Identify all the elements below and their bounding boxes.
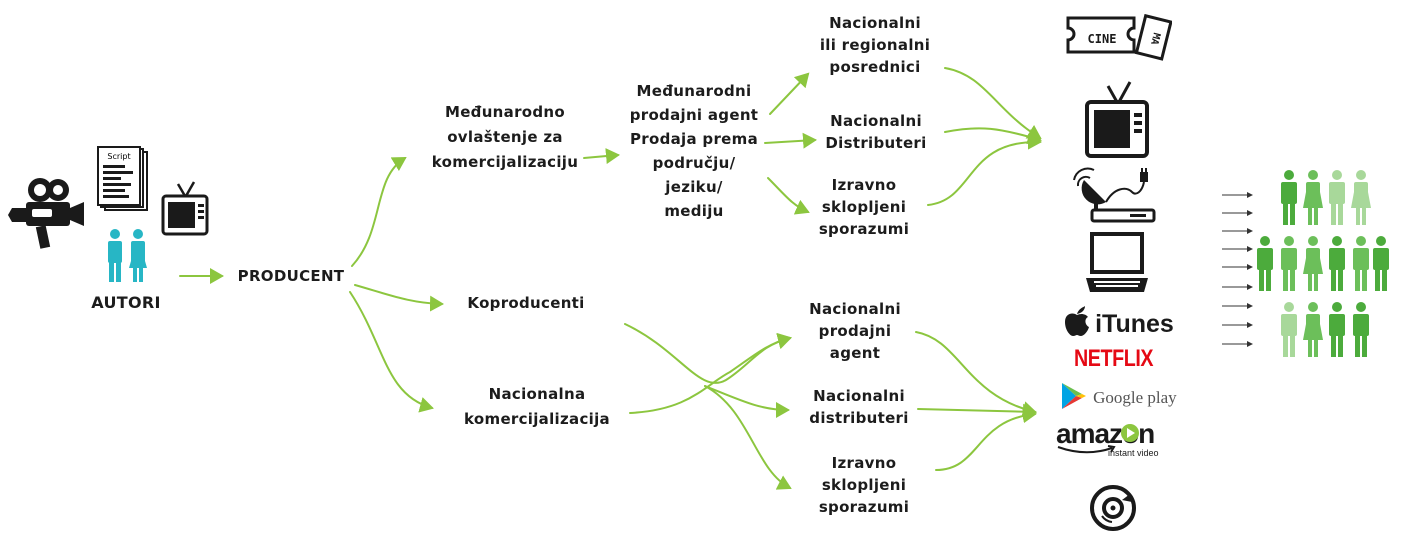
nacionalni-distributeri-top-label: Nacionalni Distributeri: [825, 112, 927, 152]
arrow-producent-koproducenti: [354, 284, 444, 312]
arrow-prodajni-vod: [915, 331, 1037, 417]
izravno-sporazumi-bottom-label: Izravno sklopljeni sporazumi: [818, 454, 910, 516]
satellite-settopbox-icon: [1073, 167, 1156, 223]
laptop-icon: [1086, 232, 1148, 292]
authors-people-icon: [108, 229, 147, 282]
arrow-izravno-vod: [935, 407, 1037, 471]
arrow-posrednici-tv: [944, 67, 1042, 140]
koproducenti-label: Koproducenti: [467, 294, 585, 312]
arrow-mid-izravno: [704, 385, 792, 490]
nacionalni-prodajni-agent-label: Nacionalni prodajni agent: [809, 300, 901, 362]
itunes-logo: iTunes: [1064, 306, 1174, 339]
arrow-koproducenti-prodajni: [624, 323, 792, 384]
play-icon: [1062, 383, 1086, 409]
cine-stub-text: MA: [1148, 31, 1162, 45]
arrow-agent-izravno: [767, 177, 810, 215]
film-camera-icon: [8, 178, 84, 249]
izravno-sporazumi-top-label: Izravno sklopljeni sporazumi: [818, 176, 910, 238]
amazon-logo: amazon instant video: [1056, 419, 1159, 459]
script-label: Script: [107, 152, 130, 161]
cine-text: CINE: [1088, 32, 1117, 46]
arrow-izravno-tv: [927, 133, 1042, 206]
autori-label: AUTORI: [91, 293, 161, 312]
amazon-sub-text: instant video: [1108, 448, 1159, 458]
tv-icon-small: [161, 181, 209, 236]
nacionalni-distributeri-bottom-label: Nacionalni distributeri: [809, 387, 909, 427]
nacionalna-komercijalizacija-label: Nacionalna komercijalizacija: [464, 385, 610, 428]
arrow-producent-nacionalna: [349, 291, 434, 413]
arrow-ovlastenje-agent: [583, 148, 620, 165]
arrow-distributeri-vod: [917, 403, 1037, 420]
audience-people-icon: [1257, 170, 1389, 357]
nacionalni-posrednici-label: Nacionalni ili regionalni posrednici: [819, 14, 931, 76]
google-play-text: Google play: [1093, 388, 1177, 407]
arrow-agent-distributeri: [764, 132, 817, 149]
amazon-smile-icon: [1057, 445, 1116, 454]
dvd-disc-icon: [1090, 485, 1136, 531]
google-play-logo: Google play: [1060, 381, 1177, 411]
arrow-mid-distributeri: [704, 385, 790, 418]
amazon-play-icon: [1121, 424, 1139, 442]
netflix-logo: NETFLIX: [1074, 345, 1154, 372]
script-icon: Script: [97, 146, 148, 211]
cinema-ticket-icon: CINE MA: [1066, 14, 1172, 61]
audience-arrows: [1222, 192, 1253, 347]
producent-label: PRODUCENT: [237, 267, 345, 285]
apple-icon: [1065, 306, 1089, 336]
medunarodni-agent-label: Međunarodni prodajni agent Prodaja prema…: [629, 82, 759, 220]
itunes-text: iTunes: [1095, 310, 1174, 338]
arrow-producent-ovlastenje: [351, 156, 407, 267]
tv-icon: [1085, 81, 1149, 158]
arrow-agent-posrednici: [769, 72, 810, 115]
medunarodno-ovlastenje-label: Međunarodno ovlaštenje za komercijalizac…: [431, 103, 579, 171]
arrow-distributeri-tv: [944, 127, 1042, 145]
arrow-nacionalna-prodajni: [629, 333, 792, 414]
